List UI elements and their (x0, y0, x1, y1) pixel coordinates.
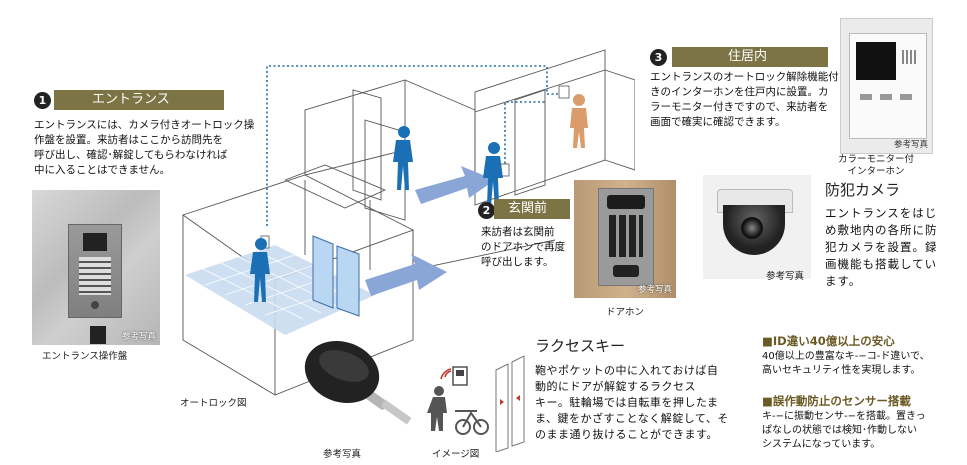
camera-lens (741, 217, 763, 239)
autolock-diagram (182, 49, 635, 396)
key-reader (90, 326, 106, 344)
indoor-monitor-photo: 参考写真 (840, 18, 933, 154)
monitor-button-3 (900, 94, 912, 100)
residence-description: エントランスのオートロック解除機能付 きのインターホンを住戸内に設置。カ ラーモ… (650, 71, 839, 128)
entrance-panel-keypad (79, 257, 111, 295)
entrance-panel-screen (83, 233, 107, 251)
entrance-panel-photo: 参考写真 (32, 190, 160, 345)
monitor-button-2 (880, 94, 892, 100)
monitor-photo-ref: 参考写真 (893, 140, 928, 150)
touchless-entry-illustration (427, 366, 489, 435)
arrow-corridor (415, 166, 495, 204)
resident-silhouette (570, 94, 588, 148)
feature-body-sensor: キ-−に振動センサ-−を搭載。置きっ ぱなしの状態では検知･作動しない システム… (762, 411, 926, 450)
visitor-at-elevator (393, 126, 413, 190)
monitor-caption: カラーモニター付 インターホン (838, 154, 915, 177)
entrance-title: エントランス (54, 90, 224, 110)
doorphone-unit (598, 188, 654, 286)
feature-heading-sensor: ■誤作動防止のセンサー搭載 (762, 394, 911, 408)
indoor-monitor-screen (856, 42, 896, 80)
speaker-grille-icon (902, 50, 916, 64)
connection-line-2 (504, 101, 547, 168)
monitor-button-1 (860, 94, 872, 100)
signal-icon (440, 368, 452, 380)
camera-photo-ref: 参考写真 (766, 271, 805, 282)
security-camera-photo (703, 175, 811, 279)
auto-door-left (312, 235, 334, 309)
key-description: 鞄やポケットの中に入れておけば自 動的にドアが解錠するラクセス キー。駐輪場では… (535, 364, 729, 441)
diagram-caption: オートロック図 (180, 398, 247, 409)
key-image-caption: イメージ図 (432, 449, 480, 460)
residence-title: 住居内 (672, 47, 828, 67)
camera-title: 防犯カメラ (825, 181, 901, 199)
gate-icon (495, 355, 525, 452)
key-fob-photo (304, 340, 412, 425)
auto-door-right (336, 245, 360, 317)
indoor-monitor-unit (849, 33, 927, 139)
doorphone-keypad (609, 215, 643, 257)
doorphone-caption: ドアホン (606, 307, 645, 318)
doorphone-call-button (613, 265, 639, 277)
key-photo-caption: 参考写真 (323, 449, 362, 460)
visitor-at-door (483, 142, 503, 206)
step-3-badge: 3 (650, 49, 667, 66)
doorphone-photo-ref: 参考写真 (637, 285, 672, 295)
arrow-entrance (365, 254, 447, 296)
step-2-badge: 2 (478, 202, 495, 219)
doorphone-photo: 参考写真 (574, 180, 676, 298)
doorphone-camera (607, 195, 645, 209)
key-fob-icon (304, 340, 412, 425)
person-with-bicycle-icon (427, 386, 489, 435)
entrance-panel-plate (68, 224, 122, 318)
entrance-description: エントランスには、カメラ付きオートロック操 作盤を設置。来訪者はここから訪問先を… (34, 119, 255, 176)
step-1-badge: 1 (34, 92, 51, 109)
visitor-at-entrance (250, 238, 270, 302)
entrance-panel-button (91, 301, 99, 309)
feature-body-id: 40億以上の豊富なキ-−コ-ド違いで、 高いセキュリティ性を実現します。 (762, 351, 930, 376)
visitor-silhouettes (250, 126, 503, 302)
front-door-title: 玄関前 (494, 199, 570, 219)
entrance-photo-ref: 参考写真 (121, 332, 156, 342)
camera-description: エントランスをはじ め敷地内の各所に防 犯カメラを設置。録 画機能も搭載してい … (825, 206, 938, 288)
entrance-caption: エントランス操作盤 (42, 351, 128, 362)
key-title: ラクセスキー (535, 337, 626, 355)
feature-heading-id: ■ID違い40億以上の安心 (762, 334, 895, 348)
front-door-description: 来訪者は玄関前 のドアホンで再度 呼び出します。 (481, 226, 565, 268)
wall-intercom-room (558, 85, 570, 99)
